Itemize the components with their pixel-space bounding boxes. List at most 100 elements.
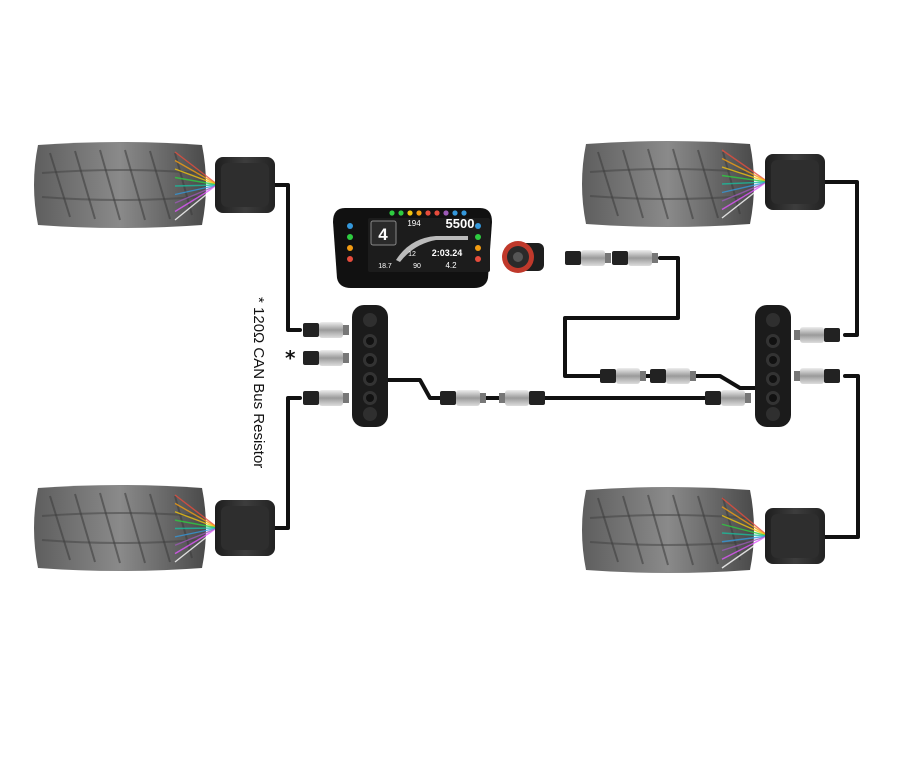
sensor-beam-ray <box>174 151 219 186</box>
sensor-beam-ray <box>174 527 219 530</box>
rpm-arc-graphic <box>396 236 468 262</box>
front-left-sensor <box>215 157 275 213</box>
dash-side-led <box>475 256 481 262</box>
connector-right-top <box>794 327 840 343</box>
dash-speed: 194 <box>407 219 421 228</box>
dash-lap: 12 <box>408 251 416 258</box>
dash-side-led <box>475 223 481 229</box>
cable-front-right <box>820 180 859 337</box>
sensor-beam-ray <box>174 502 219 529</box>
dash-side-led <box>475 234 481 240</box>
sensor-beam-ray <box>721 181 769 211</box>
sensor-beam-ray <box>721 532 769 537</box>
dash-display: 4 194 5500 12 2:03.24 18.7 90 4.2 <box>333 208 492 288</box>
dash-right-leds <box>475 223 481 262</box>
sensor-beam-ray <box>174 184 219 204</box>
sensor-beam-ray <box>721 166 769 183</box>
connector-power-a <box>600 368 646 384</box>
sensor-beam-ray <box>721 181 769 194</box>
sensor-beam-ray <box>721 181 769 185</box>
dash-lap-time: 2:03.24 <box>432 248 463 258</box>
rear-right-tyre <box>581 486 755 574</box>
connector-power-c <box>565 250 611 266</box>
dash-value-3: 4.2 <box>445 261 457 270</box>
connector-link-b <box>499 390 545 406</box>
sensor-beam-ray <box>721 535 769 543</box>
rear-right-sensor-beam <box>721 497 769 569</box>
sensor-beam-ray <box>174 184 219 196</box>
front-right-sensor <box>765 154 825 210</box>
sensor-beam-ray <box>174 184 219 213</box>
cable-rear-left <box>273 396 302 530</box>
connector-left-resistor <box>303 350 349 366</box>
power-connector-icon <box>502 241 544 273</box>
dash-rpm: 5500 <box>446 216 475 231</box>
connector-power-b <box>650 368 696 384</box>
right-can-hub <box>755 305 791 427</box>
sensor-beam-ray <box>721 535 769 569</box>
sensor-beam-ray <box>174 176 219 186</box>
dash-side-led <box>347 234 353 240</box>
sensor-beam-ray <box>721 506 769 537</box>
connector-right-bottom <box>794 368 840 384</box>
sensor-beam-ray <box>721 181 769 202</box>
dash-gear: 4 <box>378 225 388 244</box>
shift-light <box>398 210 404 216</box>
sensor-beam-ray <box>174 527 219 555</box>
sensor-beam-ray <box>174 527 219 546</box>
rear-left-sensor-beam <box>174 494 219 563</box>
connector-power-d <box>612 250 658 266</box>
shift-light <box>443 210 449 216</box>
cable-network <box>273 180 860 539</box>
shift-light <box>452 210 458 216</box>
sensor-beam-ray <box>174 527 219 538</box>
cable-power-loop <box>563 256 757 390</box>
sensor-beam-ray <box>721 181 769 219</box>
dash-side-led <box>475 245 481 251</box>
shift-light <box>425 210 431 216</box>
connector-link-a <box>440 390 486 406</box>
rear-right-sensor <box>765 508 825 564</box>
sensor-beam-ray <box>721 514 769 537</box>
sensor-beam-ray <box>174 184 219 221</box>
sensor-beam-ray <box>174 494 219 529</box>
sensor-beam-ray <box>174 184 219 187</box>
shift-light <box>407 210 413 216</box>
left-can-hub <box>352 305 388 427</box>
sensor-beam-ray <box>174 527 219 563</box>
cable-rear-right <box>820 374 860 539</box>
dash-side-led <box>347 256 353 262</box>
dash-left-leds <box>347 223 353 262</box>
dash-value-2: 90 <box>413 263 421 270</box>
cable-front-left <box>273 183 302 332</box>
can-bus-resistor-label: * 120Ω CAN Bus Resistor <box>250 297 267 469</box>
cable-hub-link <box>386 378 747 400</box>
front-right-sensor-beam <box>721 149 769 219</box>
sensor-beam-ray <box>721 174 769 183</box>
rear-left-sensor <box>215 500 275 556</box>
sensor-beam-ray <box>721 535 769 560</box>
connector-left-top <box>303 322 349 338</box>
dash-side-led <box>347 245 353 251</box>
front-left-sensor-beam <box>174 151 219 221</box>
shift-light <box>389 210 395 216</box>
dash-side-led <box>347 223 353 229</box>
resistor-asterisk: * <box>285 346 296 370</box>
connector-left-bottom <box>303 390 349 406</box>
sensor-beam-ray <box>721 523 769 537</box>
shift-light-bar <box>389 210 467 216</box>
shift-light <box>461 210 467 216</box>
sensor-beam-ray <box>174 511 219 529</box>
sensor-beam-ray <box>174 159 219 186</box>
sensor-beam-ray <box>721 149 769 183</box>
connector-right-link <box>705 390 751 406</box>
sensor-beam-ray <box>721 497 769 537</box>
sensor-beam-ray <box>174 519 219 529</box>
sensor-beam-ray <box>721 535 769 552</box>
shift-light <box>416 210 422 216</box>
sensor-beam-ray <box>721 157 769 183</box>
dash-value-1: 18.7 <box>378 263 392 270</box>
sensor-beam-ray <box>174 168 219 186</box>
